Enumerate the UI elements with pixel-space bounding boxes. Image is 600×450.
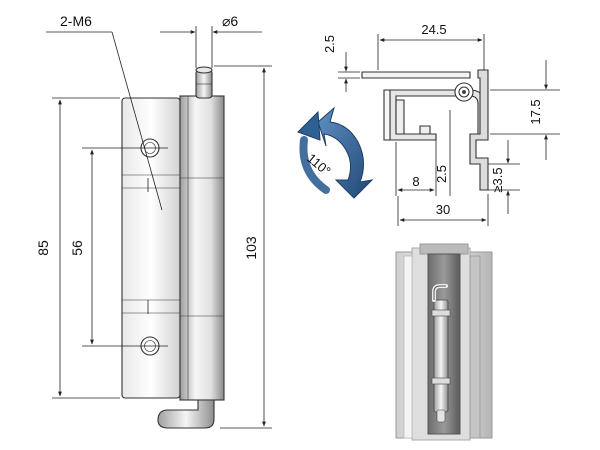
- hinge-pin-bottom: [157, 399, 215, 429]
- dim-2-5-top-label: 2.5: [322, 35, 337, 53]
- hinge-knuckle: [179, 95, 225, 401]
- front-view: 85 56 103 2-M6 ⌀6: [35, 13, 272, 429]
- dim-8-label: 8: [412, 174, 419, 189]
- dim-56-label: 56: [69, 240, 85, 256]
- dim-2-5-inner-label: 2.5: [434, 165, 449, 183]
- dim-30-label: 30: [436, 202, 450, 217]
- installed-hinge: [431, 284, 451, 423]
- thread-callout: 2-M6: [60, 13, 92, 29]
- installation-view: [395, 243, 493, 441]
- dim-17-5-label: 17.5: [528, 99, 543, 124]
- dim-24-5-label: 24.5: [421, 22, 446, 37]
- dim-85-label: 85: [35, 240, 51, 256]
- dim-min-3-5-label: ≥3.5: [490, 167, 505, 192]
- rotation-arrow: [317, 106, 374, 199]
- frame-profile: [469, 69, 489, 191]
- door-leaf-profile: [361, 71, 471, 79]
- dim-103-label: 103: [243, 236, 259, 260]
- side-view: 24.5 2.5 17.5 2.5 8 ≥3.5 30: [297, 22, 560, 226]
- diameter-label: ⌀6: [222, 13, 238, 29]
